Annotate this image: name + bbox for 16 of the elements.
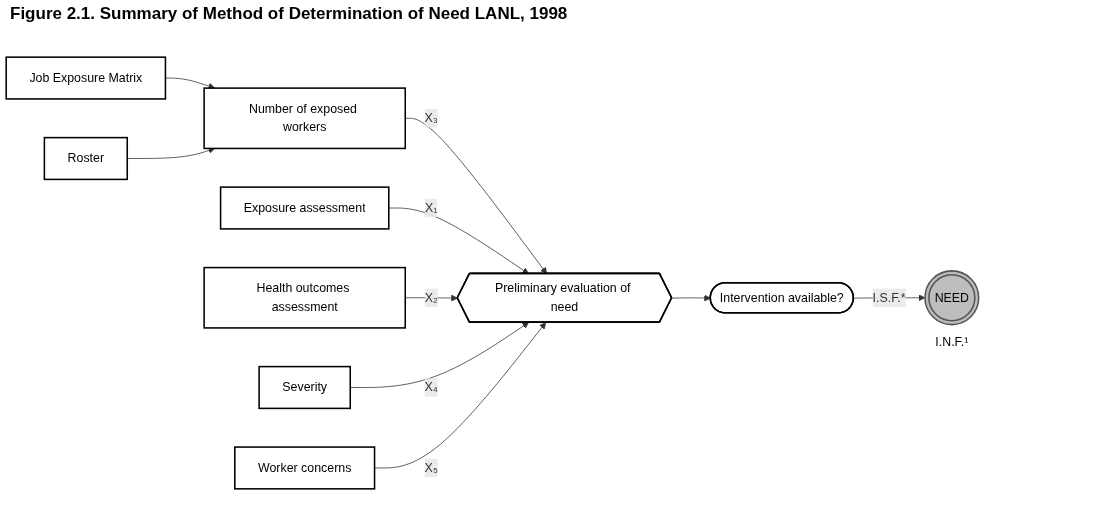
edge-label: X₁	[425, 201, 438, 215]
node-circle: NEED	[924, 270, 980, 326]
node-box: Severity	[258, 365, 352, 410]
edge-label: X₅	[424, 460, 438, 475]
edge-label: X₂	[424, 290, 438, 304]
figure-title: Figure 2.1. Summary of Method of Determination of Need LANL, 1998	[10, 4, 569, 24]
edge-label: X₄	[424, 380, 438, 394]
node-box: Number of exposed workers	[203, 87, 407, 150]
edge-label: X₃	[424, 111, 438, 125]
node-label: I.N.F.¹	[935, 335, 969, 349]
node-box: Worker concerns	[234, 446, 376, 490]
edge-label: I.S.F.*	[872, 290, 906, 304]
node-box: Roster	[43, 136, 129, 181]
node-box: Exposure assessment	[219, 186, 390, 230]
node-box: Health outcomes assessment	[203, 266, 407, 329]
node-box: Job Exposure Matrix	[5, 56, 167, 100]
